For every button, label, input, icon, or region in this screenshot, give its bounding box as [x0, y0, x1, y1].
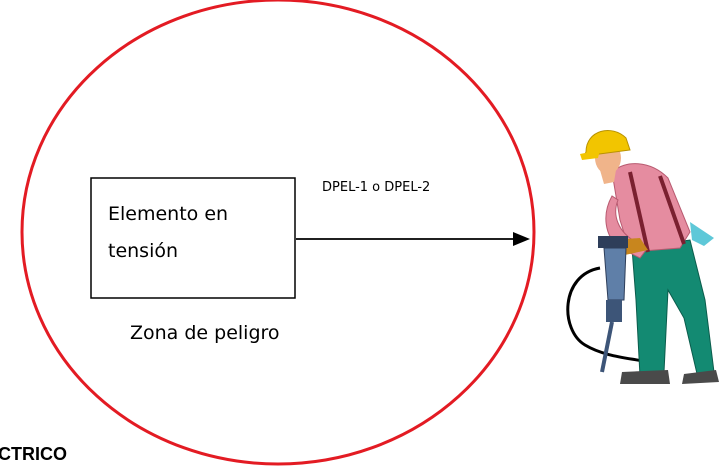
distance-label: DPEL-1 o DPEL-2: [322, 180, 431, 195]
danger-zone-label: Zona de peligro: [130, 322, 280, 344]
energized-element-label-line2: tensión: [108, 240, 179, 262]
worker-with-jackhammer-icon: [566, 130, 719, 384]
energized-element-box: [90, 177, 296, 299]
energized-element-label: Elemento en tensión: [108, 196, 288, 270]
energized-element-label-line1: Elemento en: [108, 203, 229, 225]
distance-arrow: [296, 232, 530, 246]
cropped-heading: CTRICO: [0, 444, 67, 464]
danger-zone-circle: [20, 0, 536, 466]
